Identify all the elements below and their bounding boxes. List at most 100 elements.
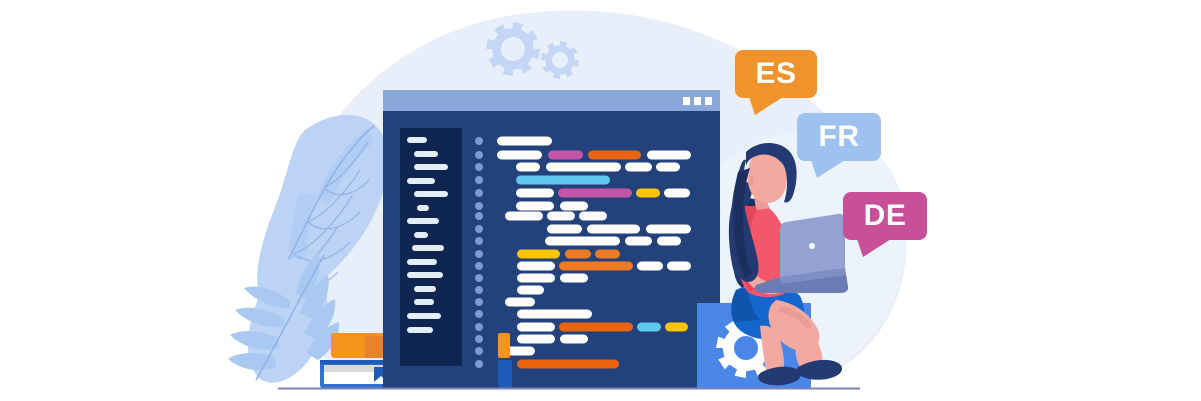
gutter-dot-18 [475,347,483,355]
code-token-r7-t2 [547,211,575,221]
window-control-1[interactable] [683,97,690,105]
code-token-r5-t4 [664,188,690,198]
code-editor-window[interactable] [383,90,720,388]
leaf-large-vein-3-0 [323,141,369,189]
sidebar-file-item-8[interactable] [414,232,428,238]
code-token-r16-t1 [517,322,555,332]
gutter-dot-15 [475,310,483,318]
code-token-r7-t1 [505,211,543,221]
code-token-r6-t2 [560,201,588,211]
code-token-r3-t2 [546,162,621,172]
bubble-es-body[interactable] [735,50,817,98]
code-token-r8-t2 [587,224,640,234]
code-token-r17-t2 [560,334,588,344]
code-token-r16-t4 [665,322,688,332]
bubble-de-body[interactable] [843,192,927,240]
sidebar-file-item-4[interactable] [407,178,435,184]
gutter-dot-6 [475,202,483,210]
nose [748,176,755,186]
laptop-hinge [780,268,846,284]
sidebar-file-item-3[interactable] [414,164,448,170]
leaf-small-midrib [255,254,325,381]
gutter-dot-3 [475,163,483,171]
sidebar-file-item-2[interactable] [414,151,438,157]
code-token-r13-t1 [517,285,544,295]
code-token-r9-t2 [625,236,652,246]
code-token-r8-t1 [547,224,582,234]
leaf-small-leaflet-1 [235,307,284,328]
bubble-fr-tail [811,160,845,178]
leaf-large-vein-2-0 [307,169,361,223]
code-token-r4-t1 [516,175,610,185]
bubble-es-tail [749,97,783,115]
sidebar-file-item-7[interactable] [407,218,439,224]
sidebar-file-item-13[interactable] [414,299,434,305]
leaf-large-vein-3-1 [323,179,370,196]
bubble-de[interactable]: DE [843,192,927,257]
leaf-small-leaflet-0 [244,286,290,308]
code-token-r11-t4 [667,261,691,271]
sidebar-file-item-5[interactable] [414,191,448,197]
window-control-3[interactable] [705,97,712,105]
gear-small-hole [552,52,568,68]
sidebar-file-item-6[interactable] [417,205,429,211]
code-token-r5-t2 [558,188,632,198]
leaf-large-vein-1-0 [293,195,353,255]
decorative-gears [486,22,579,79]
code-token-r2-t3 [588,150,641,160]
sidebar-file-item-12[interactable] [414,286,436,292]
gutter-dot-19 [475,360,483,368]
code-token-r2-t1 [497,150,542,160]
editor-titlebar[interactable] [383,90,720,111]
book-top-right-tail [498,333,510,358]
leaf-small [228,253,340,383]
gutter-dot-9 [475,237,483,245]
code-token-r9-t1 [545,236,620,246]
speech-bubbles[interactable]: ES FR DE [735,50,927,257]
sidebar-file-item-15[interactable] [407,327,433,333]
leaf-small-leaflet-4 [296,253,320,299]
bubble-es-label: ES [755,57,796,90]
code-token-r7-t3 [579,211,607,221]
cube-gear-hole [734,336,758,360]
window-control-2[interactable] [694,97,701,105]
gutter-dot-13 [475,286,483,294]
leaf-large-vein-2-1 [307,211,361,230]
leaf-large-vein-1-1 [293,241,351,262]
code-token-r10-t2 [565,249,591,259]
book-bottom-pages-shadow [324,365,396,372]
sidebar-file-item-14[interactable] [407,313,441,319]
code-token-r10-t1 [517,249,560,259]
code-token-r15-t1 [517,309,592,319]
gutter-dot-16 [475,323,483,331]
code-token-r2-t4 [647,150,691,160]
woman-with-laptop [728,143,849,386]
gutter-dot-17 [475,335,483,343]
leg-back [760,325,784,378]
code-token-r11-t2 [559,261,633,271]
sidebar-file-item-11[interactable] [407,272,443,278]
bubble-fr-label: FR [819,120,860,153]
sidebar-file-item-9[interactable] [412,245,444,251]
code-token-r12-t2 [560,273,588,283]
gutter-dot-12 [475,274,483,282]
skirt-shadow [731,288,760,322]
leaf-small-leaflet-6 [304,299,336,340]
laptop [754,213,849,293]
gutter-dot-2 [475,151,483,159]
code-token-r16-t2 [559,322,633,332]
bubble-de-tail [857,239,891,257]
gear-large-hole [501,37,525,61]
sidebar-file-item-10[interactable] [407,259,437,265]
leg-cross-shadow [778,306,812,330]
bubble-fr-body[interactable] [797,113,881,161]
bubble-es[interactable]: ES [735,50,817,115]
decorative-leaves [228,114,389,383]
sidebar-file-item-1[interactable] [407,137,427,143]
gutter-dot-14 [475,298,483,306]
bubble-fr[interactable]: FR [797,113,881,178]
laptop-camera-dot [809,243,815,249]
book-stack-front [498,333,512,388]
